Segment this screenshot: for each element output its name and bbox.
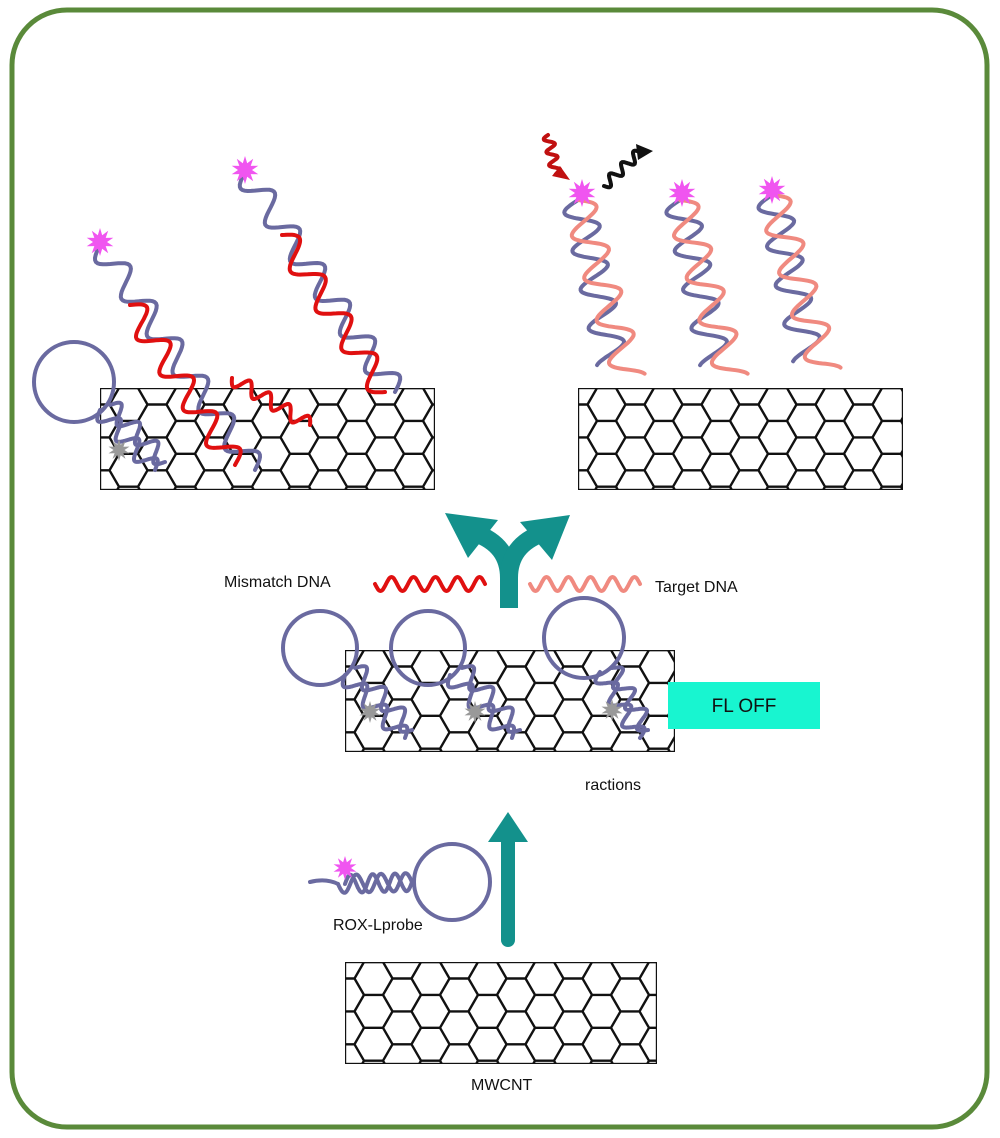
magenta-star-fluorophore-icon: [668, 179, 696, 207]
free-hairpin-probe: [308, 842, 492, 922]
teal-up-arrow-icon: [488, 812, 528, 947]
fl-off-box: [668, 682, 820, 729]
mismatch-duplex-2: [237, 170, 403, 395]
hex-lattice: [578, 388, 903, 490]
mwcnt-top-right: [578, 388, 903, 490]
magenta-star-fluorophore-icon: [86, 228, 114, 256]
interactions-label-fragment: ractions: [585, 777, 641, 794]
magenta-star-fluorophore-icon: [758, 176, 786, 204]
mwcnt-label: MWCNT: [471, 1077, 533, 1094]
magenta-star-fluorophore-icon: [333, 856, 357, 880]
target-dna-legend-wave: [528, 574, 642, 594]
teal-split-arrow-icon: [445, 513, 570, 608]
fl-off-label: FL OFF: [712, 696, 777, 717]
mwcnt-bottom: [345, 962, 657, 1064]
grey-star-quenched-icon: [359, 701, 381, 723]
mismatch-dna-legend-wave: [373, 574, 487, 594]
rox-lprobe-label: ROX-Lprobe: [333, 917, 423, 934]
mismatch-dna-label: Mismatch DNA: [224, 574, 331, 591]
grey-star-quenched-icon: [464, 701, 486, 723]
adsorbed-hairpin-probes: [281, 596, 650, 740]
grey-star-quenched-icon: [108, 439, 130, 461]
mismatch-duplex-1: [92, 243, 263, 472]
red-wavy-arrow-icon: [541, 133, 570, 180]
target-duplex-3: [756, 193, 843, 370]
adsorbed-hairpin-probe: [32, 340, 167, 472]
target-duplex-2: [664, 198, 750, 376]
mismatch-dna-adsorbed: [229, 376, 313, 427]
magenta-star-fluorophore-icon: [568, 179, 596, 207]
black-wavy-arrow-icon: [602, 144, 653, 190]
target-dna-label: Target DNA: [655, 579, 738, 596]
magenta-star-fluorophore-icon: [231, 156, 259, 184]
hex-lattice: [345, 962, 657, 1064]
target-duplex-1: [562, 198, 647, 376]
outer-frame: [9, 7, 990, 1130]
grey-star-quenched-icon: [601, 699, 623, 721]
